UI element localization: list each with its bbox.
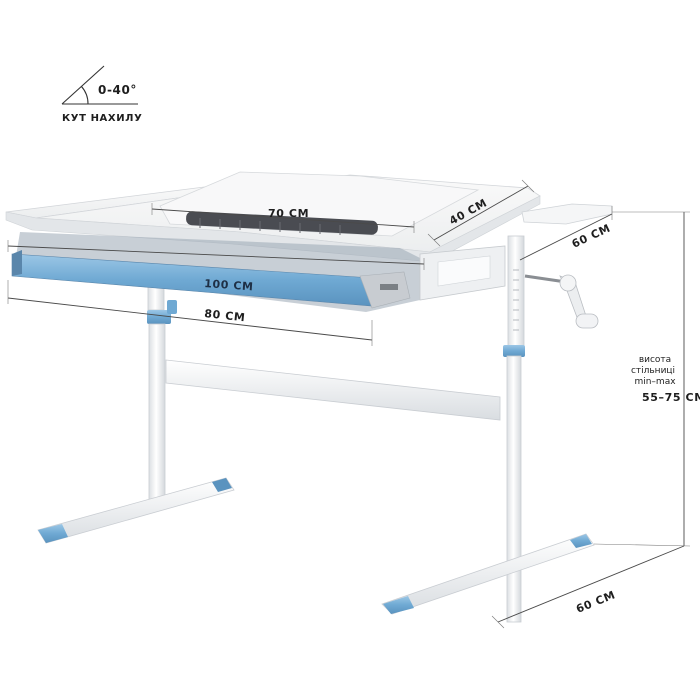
height-note-line2: стільниці [631, 366, 675, 376]
height-clamp-icon [167, 300, 177, 314]
left-leg [37, 285, 235, 544]
angle-icon [61, 65, 138, 105]
tilt-angle-label: 0-40° [98, 83, 137, 97]
dim-top-depth: 70 СМ [268, 207, 309, 220]
drawer [11, 232, 506, 312]
height-note-line3: min–max [634, 377, 676, 387]
dim-base-depth: 60 СМ [574, 588, 617, 615]
crank-handle-icon [524, 274, 599, 329]
cross-beam [165, 359, 501, 421]
height-value: 55–75 СМ [642, 391, 700, 404]
dim-width-main: 80 СМ [204, 307, 246, 324]
dim-width-total: 100 СМ [204, 277, 254, 293]
right-leg [381, 235, 595, 623]
dim-shelf-depth: 60 СМ [570, 222, 613, 251]
tilt-caption: КУТ НАХИЛУ [62, 113, 142, 124]
height-note-line1: висота [639, 355, 671, 365]
dimension-lines [7, 179, 691, 629]
